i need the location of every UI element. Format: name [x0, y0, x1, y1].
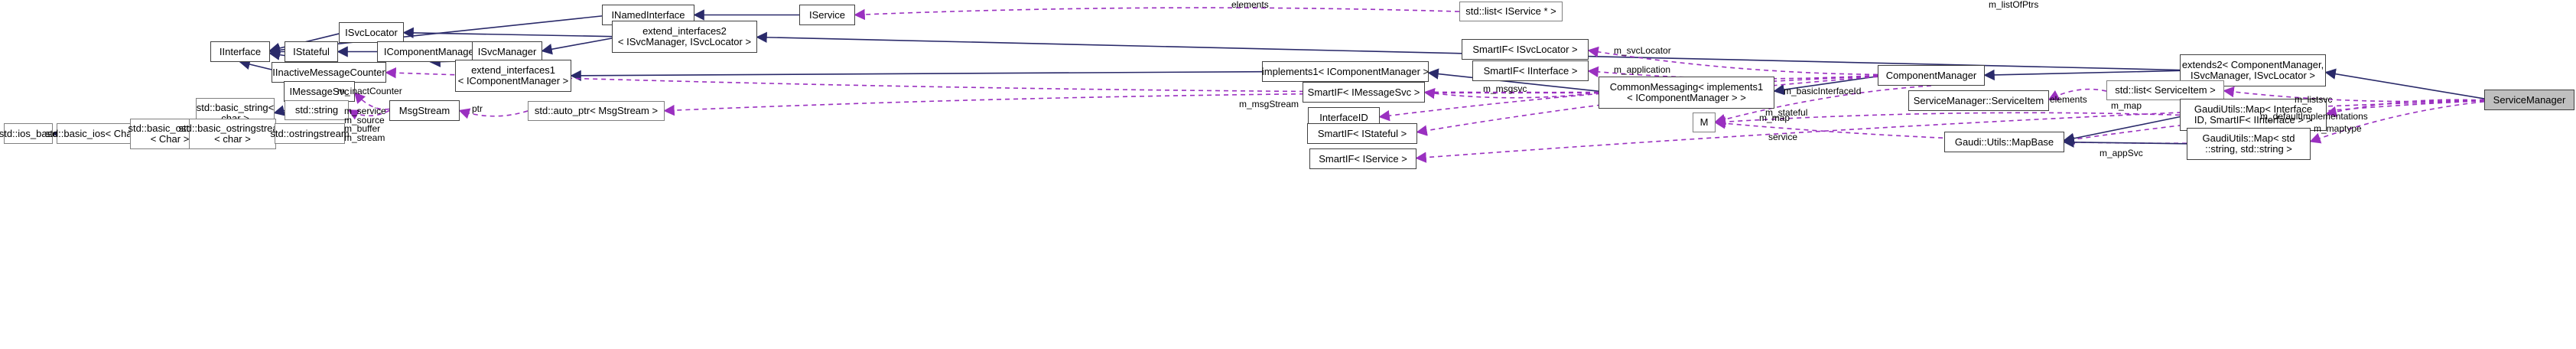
edge-ServiceManager-to-SmartIFIService: [1415, 99, 2485, 163]
class-node-IComponentManager[interactable]: IComponentManager: [377, 41, 484, 62]
class-node-stdostringstream[interactable]: std::ostringstream: [270, 123, 350, 144]
class-node-GaudiUtilsMapInterfaceID[interactable]: GaudiUtils::Map< Interface ID, SmartIF< …: [2180, 99, 2327, 131]
class-node-SmartIFIStateful[interactable]: SmartIF< IStateful >: [1307, 123, 1417, 144]
edge-label-m_appSvc: m_appSvc: [2100, 148, 2143, 158]
class-node-IMessageSvc[interactable]: IMessageSvc: [284, 81, 355, 102]
edge-ServiceManager-to-extends2: [2324, 68, 2485, 99]
edge-label-m_msgsvc: m_msgsvc: [1483, 83, 1527, 94]
class-node-IStateful[interactable]: IStateful: [285, 41, 338, 62]
edge-GaudiUtilsMapStdString-to-GaudiUtilsMapBase: [2063, 136, 2187, 148]
edge-ServiceManager-to-GaudiUtilsMapStdString: [2309, 101, 2485, 144]
class-node-stdbasiciosChar[interactable]: std::basic_ios< Char >: [45, 123, 144, 144]
edge-CommonMessaging-to-implements1: [1427, 68, 1599, 93]
class-node-stdbasicostringstreamchar[interactable]: std::basic_ostringstream < char >: [179, 119, 286, 149]
class-node-stdlistServiceItem[interactable]: std::list< ServiceItem >: [2106, 80, 2224, 100]
edge-label-m_listsvc: m_listsvc: [2295, 94, 2333, 105]
class-node-ServiceManager[interactable]: ServiceManager: [2484, 90, 2574, 110]
class-node-GaudiUtilsMapBase[interactable]: Gaudi::Utils::MapBase: [1944, 132, 2064, 152]
edge-extend_interfaces2-to-ISvcLocator: [402, 27, 613, 39]
edge-stdstring-to-stdbasicstringchar: [273, 105, 286, 116]
edge-label-service: service: [1768, 132, 1798, 142]
edge-label-m_basicInterfaceId: m_basicInterfaceId: [1784, 86, 1862, 96]
class-node-IInactiveMessageCounter[interactable]: IInactiveMessageCounter: [272, 62, 386, 83]
edge-ComponentManager-to-InterfaceID: [1378, 75, 1878, 122]
class-node-extend_interfaces1[interactable]: extend_interfaces1 < IComponentManager >: [455, 60, 571, 92]
edge-label-m_listOfPtrs: m_listOfPtrs: [1989, 0, 2039, 10]
edge-label-m_inactCounter: m_inactCounter: [337, 86, 402, 96]
class-node-ComponentManager[interactable]: ComponentManager: [1878, 65, 1985, 86]
class-node-stdlistIServicePtr[interactable]: std::list< IService * >: [1459, 2, 1563, 21]
edge-label-m_defaultImplementations: m_defaultImplementations: [2260, 111, 2368, 122]
edge-label-m_msgStream: m_msgStream: [1239, 99, 1299, 109]
edge-MsgStream-to-stdstring: [347, 109, 390, 120]
edge-label-ptr: ptr: [472, 103, 483, 114]
edge-label-m_application: m_application: [1614, 64, 1671, 75]
class-node-GaudiUtilsMapStdString[interactable]: GaudiUtils::Map< std ::string, std::stri…: [2187, 128, 2311, 160]
edge-ComponentManager-to-M: [1714, 85, 1932, 125]
edge-GaudiUtilsMapInterfaceID-to-GaudiUtilsMapBase: [2063, 116, 2181, 144]
edge-extends2-to-ComponentManager: [1983, 69, 2181, 81]
class-node-ServiceManagerServiceItem[interactable]: ServiceManager::ServiceItem: [1908, 90, 2049, 111]
edge-implements1-to-extend_interfaces1: [570, 70, 1263, 82]
edge-stdlistIServicePtr-to-IService: [854, 7, 1460, 21]
class-node-ISvcLocator[interactable]: ISvcLocator: [339, 22, 404, 43]
class-node-SmartIFISvcLocator[interactable]: SmartIF< ISvcLocator >: [1462, 39, 1589, 60]
class-node-M[interactable]: M: [1693, 113, 1716, 132]
edge-label-m_map_left: m_map: [1759, 113, 1791, 123]
edge-stdlistServiceItem-to-ServiceManagerServiceItem: [2047, 88, 2107, 100]
edge-extend_interfaces2-to-ISvcManager: [541, 38, 613, 55]
edge-label-elements_right: elements: [2050, 94, 2087, 105]
class-node-IInterface[interactable]: IInterface: [210, 41, 270, 62]
class-node-extend_interfaces2[interactable]: extend_interfaces2 < ISvcManager, ISvcLo…: [612, 21, 757, 53]
edge-CommonMessaging-to-SmartIFIMessageSvc: [1423, 87, 1599, 99]
class-node-SmartIFIInterface[interactable]: SmartIF< IInterface >: [1472, 60, 1589, 81]
edge-ServiceManager-to-stdlistServiceItem: [2223, 86, 2485, 103]
edge-label-m_maptype: m_maptype: [2314, 123, 2362, 134]
edge-MsgStream-to-IMessageSvc: [353, 92, 390, 110]
class-node-IService[interactable]: IService: [799, 5, 855, 25]
class-node-SmartIFIMessageSvc[interactable]: SmartIF< IMessageSvc >: [1303, 82, 1425, 103]
edge-CommonMessaging-to-stdautoptrMsgStream: [663, 92, 1599, 116]
edge-label-m_stateful: m_stateful: [1765, 107, 1808, 118]
edge-ServiceManager-to-GaudiUtilsMapInterfaceID: [2325, 99, 2485, 117]
edge-label-m_svcLocator: m_svcLocator: [1614, 45, 1671, 56]
class-node-stdiosbase[interactable]: std::ios_base: [0, 123, 57, 144]
edge-ComponentManager-to-SmartIFISvcLocator: [1587, 46, 1878, 76]
class-node-implements1[interactable]: implements1< IComponentManager >: [1262, 61, 1429, 82]
class-node-stdautoptrMsgStream[interactable]: std::auto_ptr< MsgStream >: [528, 101, 665, 121]
edge-label-m_map_right: m_map: [2111, 100, 2142, 111]
edge-stdautoptrMsgStream-to-MsgStream: [458, 108, 529, 119]
class-node-ISvcManager[interactable]: ISvcManager: [472, 41, 542, 62]
class-node-SmartIFIService[interactable]: SmartIF< IService >: [1309, 148, 1416, 169]
edge-label-m_stream: m_stream: [344, 132, 385, 143]
edge-GaudiUtilsMapInterfaceID-to-M: [1714, 112, 2181, 128]
class-node-MsgStream[interactable]: MsgStream: [389, 100, 460, 121]
edge-label-elements_top: elements: [1231, 0, 1269, 10]
class-node-stdstring[interactable]: std::string: [285, 100, 349, 120]
edge-label-m_buffer: m_buffer: [344, 123, 381, 134]
class-node-CommonMessaging[interactable]: CommonMessaging< implements1 < IComponen…: [1599, 77, 1774, 109]
